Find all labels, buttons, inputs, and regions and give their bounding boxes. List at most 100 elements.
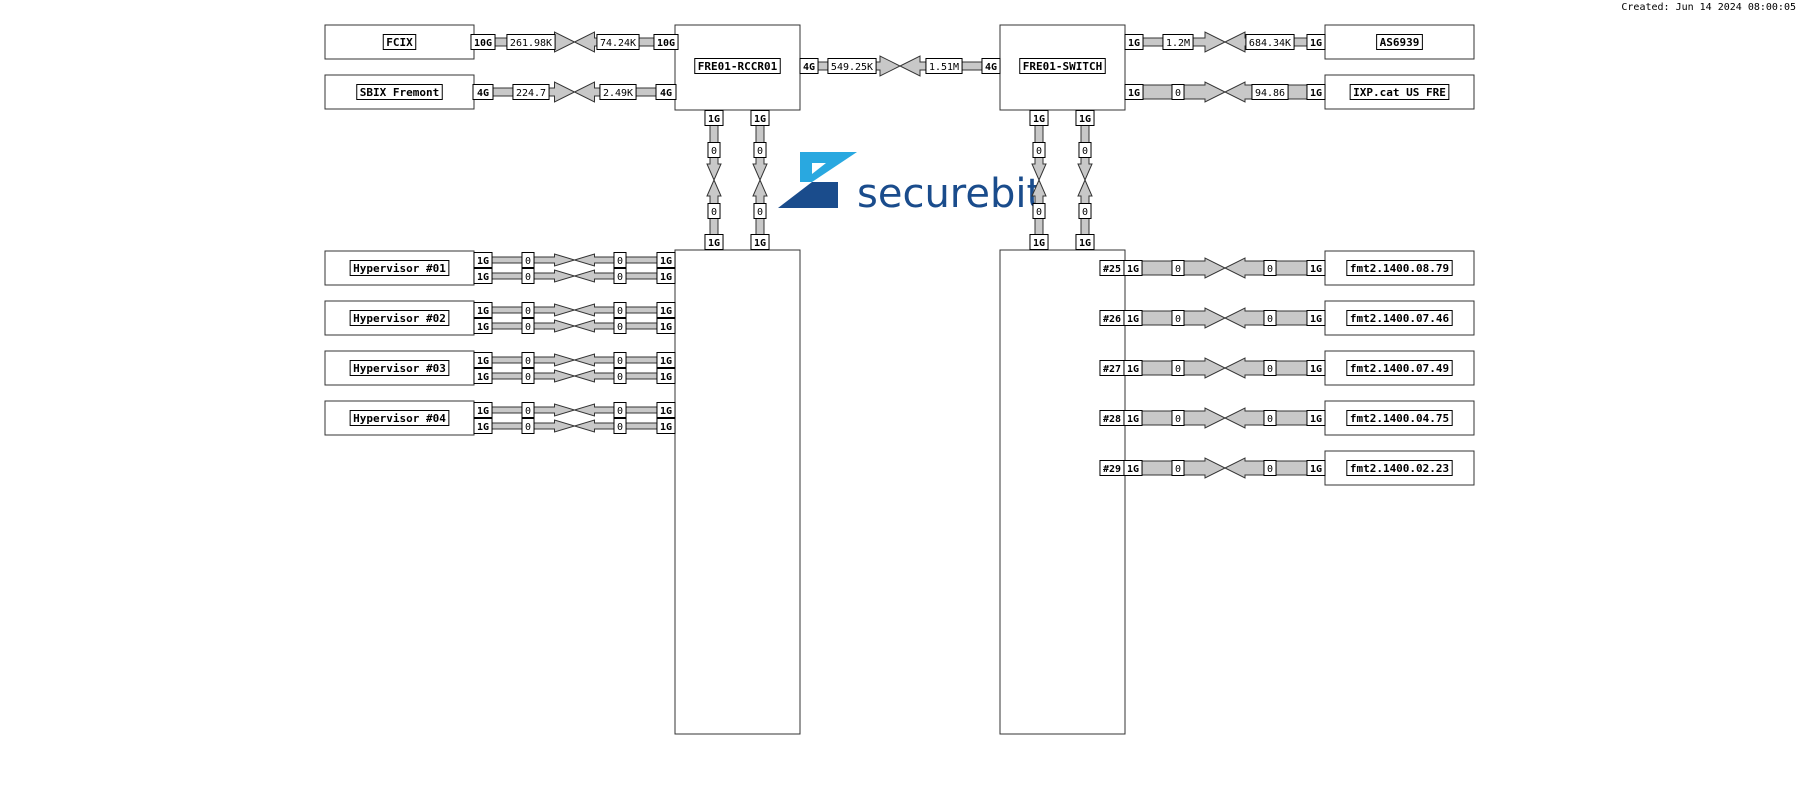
hypervisor-1-label-box	[349, 310, 450, 326]
hypervisor-2-link-0-right-capacity: 1G	[660, 356, 672, 367]
server-0-right-capacity-box	[1306, 260, 1326, 276]
logo-text: securebit	[857, 171, 1042, 217]
vertical-link-0-bottom-capacity: 1G	[708, 238, 720, 249]
hypervisor-3-link-1-right-capacity-group: 1G	[656, 418, 676, 434]
hypervisor-0-link-1-right-capacity-box	[656, 268, 676, 284]
hypervisor-1-link-0-out-rate-group: 0	[521, 302, 535, 318]
server-3-in-rate: 0	[1267, 414, 1273, 425]
hypervisor-2-label-group: Hypervisor #03	[349, 360, 450, 376]
hypervisor-1-link-1-right-capacity-group: 1G	[656, 318, 676, 334]
left-peer-0-link-right-capacity-group: 10G	[653, 34, 679, 50]
server-3-right-capacity-group: 1G	[1306, 410, 1326, 426]
hypervisor-2-link-0-in-rate-box	[613, 352, 627, 368]
vertical-link-2-top-capacity-box	[1029, 110, 1049, 126]
server-0-port: #25	[1103, 264, 1121, 275]
vertical-link-1-upper-rate-box	[753, 142, 767, 158]
router-switch-label-group: FRE01-SWITCH	[1019, 58, 1106, 74]
right-peer-1-label-box	[1349, 84, 1450, 100]
right-peer-0-label-group: AS6939	[1376, 34, 1423, 50]
server-3-in-rate-box	[1263, 410, 1277, 426]
router-link-left-capacity-box	[799, 58, 819, 74]
hypervisor-3-label-box	[349, 410, 450, 426]
hypervisor-2-link-0-out-rate-group: 0	[521, 352, 535, 368]
left-peer-1-label-group: SBIX Fremont	[356, 84, 443, 100]
server-1-left-capacity: 1G	[1127, 314, 1139, 325]
right-peer-1-link-out-rate-box	[1171, 84, 1185, 100]
server-2-label: fmt2.1400.07.49	[1350, 362, 1449, 375]
hypervisor-0-link-1-out-rate: 0	[525, 272, 531, 283]
hypervisor-3-link-0-right-capacity-box	[656, 402, 676, 418]
hypervisor-3-link-0-in-rate-box	[613, 402, 627, 418]
hypervisor-1-link-1-out-rate-box	[521, 318, 535, 334]
server-1-label-box	[1346, 310, 1453, 326]
server-0-in-rate-box	[1263, 260, 1277, 276]
server-4-port: #29	[1103, 464, 1121, 475]
server-2-left-capacity-group: 1G	[1123, 360, 1143, 376]
logo-mark-light-inner	[812, 163, 826, 174]
hypervisor-0-link-1-in-rate: 0	[617, 272, 623, 283]
hypervisor-3-link-0-left-capacity-box	[473, 402, 493, 418]
hypervisor-3-link-1-right-capacity: 1G	[660, 422, 672, 433]
hypervisor-3-link-1-in-rate-group: 0	[613, 418, 627, 434]
server-2-left-capacity-box	[1123, 360, 1143, 376]
server-2-out-rate: 0	[1175, 364, 1181, 375]
server-3-left-capacity-group: 1G	[1123, 410, 1143, 426]
server-3-port-group: #28	[1099, 410, 1125, 426]
right-peer-0-link-left-capacity-box	[1124, 34, 1144, 50]
server-3-label: fmt2.1400.04.75	[1350, 412, 1449, 425]
left-peer-0-link-out-rate: 261.98K	[510, 38, 552, 49]
hypervisor-3-link-1-left-capacity-box	[473, 418, 493, 434]
hypervisor-3-link-0-out-rate: 0	[525, 406, 531, 417]
left-peer-0-link-out-rate-box	[506, 34, 556, 50]
hypervisor-3-link-1-right-capacity-box	[656, 418, 676, 434]
right-peer-1-link-left-capacity-group: 1G	[1124, 84, 1144, 100]
right-peer-1-link-out-rate: 0	[1175, 88, 1181, 99]
server-1-label: fmt2.1400.07.46	[1350, 312, 1450, 325]
server-1-right-capacity-group: 1G	[1306, 310, 1326, 326]
router-link-out-rate-box	[827, 58, 877, 74]
hypervisor-3-link-0-out-rate-box	[521, 402, 535, 418]
hypervisor-0-link-1-left-capacity-group: 1G	[473, 268, 493, 284]
server-3-out-rate-group: 0	[1171, 410, 1185, 426]
hypervisor-0-link-1-in-rate-box	[613, 268, 627, 284]
server-2-left-capacity: 1G	[1127, 364, 1139, 375]
server-1-right-capacity-box	[1306, 310, 1326, 326]
hypervisor-2-link-1-in-rate-box	[613, 368, 627, 384]
left-peer-1-link-out-rate-group: 224.7	[512, 84, 550, 100]
vertical-link-3-upper-rate: 0	[1082, 146, 1088, 157]
right-peer-1-label: IXP.cat US FRE	[1353, 86, 1446, 99]
hypervisor-3-link-1-out-rate: 0	[525, 422, 531, 433]
server-3-out-rate-box	[1171, 410, 1185, 426]
hypervisor-0-link-0-in-rate: 0	[617, 256, 623, 267]
hypervisor-2-link-1-in-rate-group: 0	[613, 368, 627, 384]
left-peer-1-label-box	[356, 84, 443, 100]
server-1-in-rate-group: 0	[1263, 310, 1277, 326]
right-peer-1-link-right-capacity-box	[1306, 84, 1326, 100]
hypervisor-1-link-1-left-capacity-box	[473, 318, 493, 334]
hypervisor-0-link-1-in-rate-group: 0	[613, 268, 627, 284]
right-peer-1-link-in-rate-group: 94.86	[1251, 84, 1289, 100]
hypervisor-2-link-1-out-rate: 0	[525, 372, 531, 383]
hypervisor-3-link-0-left-capacity: 1G	[477, 406, 489, 417]
securebit-logo: securebit	[778, 152, 1042, 217]
vertical-link-2-upper-rate-group: 0	[1032, 142, 1046, 158]
router-link-left-capacity: 4G	[803, 62, 815, 73]
right-peer-0-link-in-rate-box	[1245, 34, 1295, 50]
hypervisor-2-link-0-right-capacity-group: 1G	[656, 352, 676, 368]
hypervisor-3-link-1-in-rate-box	[613, 418, 627, 434]
hypervisor-2-link-0-in-rate: 0	[617, 356, 623, 367]
server-3-in-rate-group: 0	[1263, 410, 1277, 426]
server-3-left-capacity-box	[1123, 410, 1143, 426]
hypervisor-1-link-1-in-rate-group: 0	[613, 318, 627, 334]
hypervisor-3-link-0-right-capacity: 1G	[660, 406, 672, 417]
server-2-right-capacity: 1G	[1310, 364, 1322, 375]
server-3-label-box	[1346, 410, 1453, 426]
hypervisor-3-link-1-out-rate-group: 0	[521, 418, 535, 434]
vertical-link-2-top-capacity: 1G	[1033, 114, 1045, 125]
server-2-port-group: #27	[1099, 360, 1125, 376]
server-0-left-capacity: 1G	[1127, 264, 1139, 275]
vertical-link-2-bottom-capacity-group: 1G	[1029, 234, 1049, 250]
hypervisor-2-label: Hypervisor #03	[353, 362, 446, 375]
hypervisor-3-link-0-left-capacity-group: 1G	[473, 402, 493, 418]
